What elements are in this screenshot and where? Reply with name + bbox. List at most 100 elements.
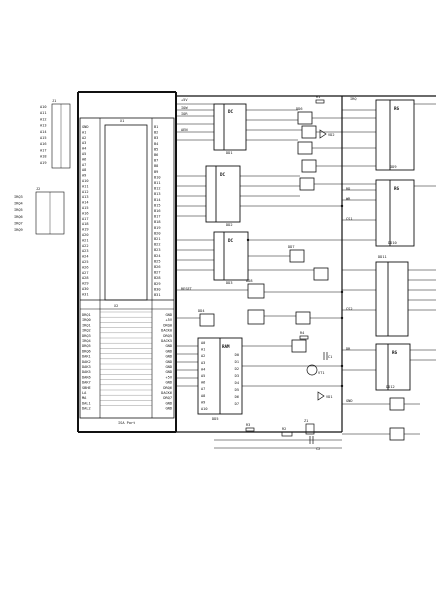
chip-dd2 <box>205 165 241 223</box>
isa-pin-label: GND <box>166 370 173 374</box>
jumper-pin-label: A18 <box>40 155 47 159</box>
dd5-pin-label: D0 <box>235 353 239 357</box>
label-rd: RD <box>346 187 350 191</box>
isa-pin-label: SBHE <box>82 386 91 390</box>
dd5-pin-label: A7 <box>201 387 205 391</box>
isa-pin-label: B2 <box>154 131 158 135</box>
isa-pin-label: B7 <box>154 159 158 163</box>
label-vd1: VD1 <box>326 395 333 399</box>
isa-pin-label: IRQ4 <box>82 339 91 343</box>
isa-pin-label: B12 <box>154 187 161 191</box>
dd5-pin-label: A6 <box>201 381 205 385</box>
chip-dd10-ref: DD10 <box>388 241 397 245</box>
isa-pin-label: DAK7 <box>82 381 91 385</box>
chip-dd11-ref: DD11 <box>378 255 387 259</box>
isa-pin-label: A29 <box>82 282 89 286</box>
dd5-pin-label: D3 <box>235 374 239 378</box>
chip-dd5-func: RAM <box>222 344 230 349</box>
isa-pin-label: B3 <box>154 136 158 140</box>
chip-dd10-func: RG <box>394 186 400 191</box>
isa-pin-label: B23 <box>154 248 161 252</box>
isa-pin-label: MA <box>82 396 87 400</box>
isa-pin-label: A15 <box>82 206 89 210</box>
isa-pin-label: DRQ1 <box>82 313 91 317</box>
label-aen: AEN <box>181 128 188 132</box>
isa-pin-label: A30 <box>82 287 89 291</box>
chip-dd3-ref: DD3 <box>226 281 233 285</box>
dd5-pin-label: D4 <box>235 381 239 385</box>
chip-dd2-ref: DD2 <box>226 223 233 227</box>
jumper-pin-label: A12 <box>40 117 47 121</box>
connector-caption: X2 <box>114 304 118 308</box>
dd5-pin-label: A1 <box>201 348 205 352</box>
isa-pin-label: A2 <box>82 136 86 140</box>
dd5-pin-label: A9 <box>201 400 205 404</box>
label-irq: IRQ <box>350 97 357 101</box>
isa-pin-label: B8 <box>154 164 158 168</box>
jumper-pin-label: IRQ3 <box>14 195 23 199</box>
jumper-j1 <box>51 103 71 169</box>
chip-dd1-func: DC <box>228 109 234 114</box>
isa-pin-label: DRQ6 <box>82 349 91 353</box>
chip-dd5-ref: DD5 <box>212 417 219 421</box>
chip-dd2-func: DC <box>220 172 226 177</box>
isa-pin-label: B15 <box>154 203 161 207</box>
label-vt1: VT1 <box>318 371 325 375</box>
jumper-pin-label: IRQ5 <box>14 208 23 212</box>
jumper-pin-label: A16 <box>40 142 47 146</box>
label-r3: R3 <box>246 423 250 427</box>
chip-dd12-ref: DD12 <box>386 385 395 389</box>
label-dd4: DD4 <box>198 309 205 313</box>
isa-pin-label: A21 <box>82 238 89 242</box>
dd5-pin-label: A10 <box>201 407 208 411</box>
dd5-pin-label: A4 <box>201 367 205 371</box>
isa-lower-right-labels: GND+5VDRQ0DACK0DRQ5DACK5GNDGNDGNDGNDGNDG… <box>161 313 173 411</box>
isa-pin-label: +5V <box>166 375 173 379</box>
isa-pin-label: IRQ2 <box>82 329 91 333</box>
label-iow: IOW <box>181 106 188 110</box>
chip-dd12 <box>375 343 411 391</box>
isa-pin-label: DAK3 <box>82 365 91 369</box>
isa-pin-label: A18 <box>82 222 89 226</box>
chip-dd9-ref: DD9 <box>390 165 397 169</box>
jumper-pin-label: A15 <box>40 136 47 140</box>
isa-pin-label: A26 <box>82 265 89 269</box>
isa-pin-label: DRQ5 <box>163 334 172 338</box>
dd5-pin-label: D5 <box>235 388 239 392</box>
dd5-pin-label: A3 <box>201 361 205 365</box>
isa-pin-label: A3 <box>82 141 86 145</box>
isa-pin-label: DACK5 <box>161 339 172 343</box>
jumper-pin-label: A14 <box>40 130 47 134</box>
isa-pin-label: GND <box>166 381 173 385</box>
isa-pin-label: A17 <box>82 217 89 221</box>
isa-pin-label: A1 <box>82 130 86 134</box>
isa-pin-label: B6 <box>154 153 158 157</box>
label-wr: WR <box>346 197 351 201</box>
label-r1: R1 <box>316 95 320 99</box>
isa-pin-label: DRQ0 <box>163 323 172 327</box>
jumper-j2-label: J2 <box>36 187 40 191</box>
isa-left-pin-labels: GNDA1A2A3A4A5A6A7A8A9A10A11A12A13A14A15A… <box>82 125 89 296</box>
isa-pin-label: GND <box>166 349 173 353</box>
isa-pin-label: B21 <box>154 237 161 241</box>
isa-pin-label: DAL2 <box>82 407 91 411</box>
label-c1: C1 <box>328 355 332 359</box>
isa-pin-label: B18 <box>154 220 161 224</box>
chip-dd1 <box>213 103 247 151</box>
jumper-j2 <box>35 191 65 235</box>
jumper-pin-label: A11 <box>40 111 47 115</box>
dd5-pin-label: A5 <box>201 374 205 378</box>
isa-pin-label: GND <box>166 401 173 405</box>
dd5-pin-label: D2 <box>235 367 239 371</box>
isa-pin-label: DRQ3 <box>82 334 91 338</box>
isa-pin-label: A13 <box>82 195 89 199</box>
jumper-pin-label: IRQ9 <box>14 228 23 232</box>
jumper-pin-label: A17 <box>40 148 47 152</box>
isa-pin-label: A9 <box>82 174 86 178</box>
isa-pin-label: B26 <box>154 265 161 269</box>
isa-pin-label: DAK5 <box>82 370 91 374</box>
isa-pin-label: IRQ0 <box>82 318 91 322</box>
frame <box>77 91 436 433</box>
